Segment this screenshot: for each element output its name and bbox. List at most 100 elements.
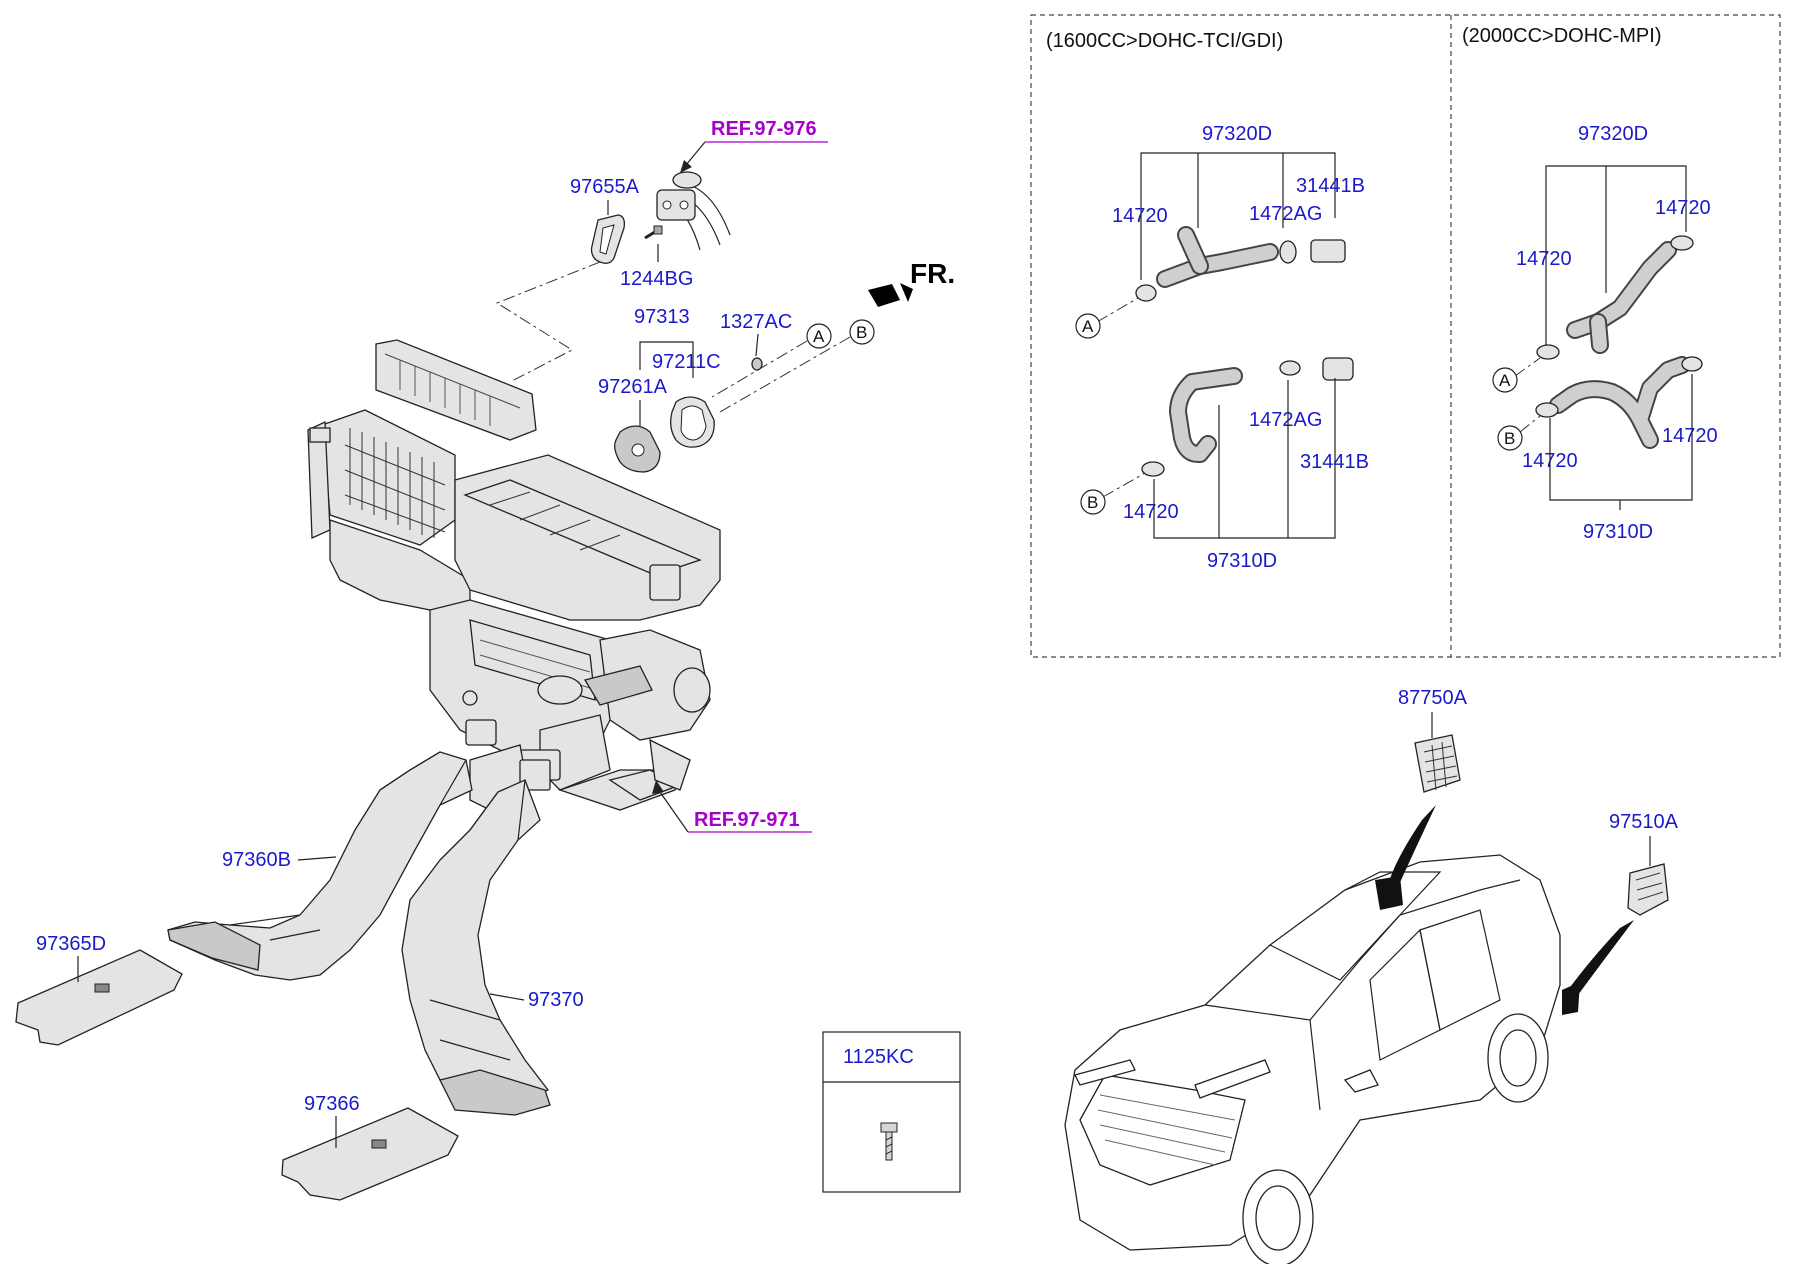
duct-97370-illustration (401, 779, 551, 1116)
front-direction-indicator: FR. (868, 258, 955, 307)
gasket-97261a-illustration (614, 425, 661, 473)
pointer-arrow (1388, 805, 1436, 887)
callout-b-main-text: B (856, 323, 867, 342)
part-97320d-label[interactable]: 97320D (1202, 123, 1272, 145)
arrow-icon (900, 283, 913, 302)
ref-97-976-label[interactable]: REF.97-976 (711, 118, 817, 140)
reference-line (1102, 472, 1146, 498)
ref-97-971-callout: REF.97-971 (652, 780, 812, 833)
clamp-illustration (1681, 356, 1703, 372)
callout-a (1075, 313, 1101, 339)
bolt-icon (880, 1122, 898, 1161)
hose-illustration (1171, 369, 1241, 462)
arrow-icon (868, 284, 900, 307)
clamp-illustration (1535, 402, 1559, 418)
part-1472ag-label-2[interactable]: 1472AG (1249, 409, 1322, 431)
callout-b-text-2000: B (1504, 429, 1515, 448)
reference-line (1096, 297, 1139, 323)
clamp-illustration (1135, 284, 1157, 302)
part-14720-label-2000-d[interactable]: 14720 (1662, 425, 1718, 447)
leader-line (1549, 374, 1693, 501)
leader-line (659, 791, 689, 833)
callout-a-main-text: A (813, 327, 825, 346)
callout-a-text: A (1082, 317, 1094, 336)
part-97360b-label[interactable]: 97360B (222, 849, 291, 871)
reference-line (1519, 415, 1541, 433)
reference-line (711, 340, 808, 398)
part-14720-label-2000-b[interactable]: 14720 (1516, 248, 1572, 270)
arrow-icon (680, 160, 692, 173)
part-97261a-label[interactable]: 97261A (598, 376, 668, 398)
part-31441b-label[interactable]: 31441B (1296, 175, 1365, 197)
hose-illustration (1568, 243, 1675, 337)
callout-b-main (849, 319, 875, 345)
callout-b-2000 (1497, 425, 1523, 451)
part-97211c-label[interactable]: 97211C (652, 351, 721, 373)
pad-97366-illustration (281, 1107, 459, 1201)
pad-97365d-illustration (15, 949, 183, 1046)
vent-97510a-illustration (1627, 863, 1669, 916)
clamp-illustration (1536, 344, 1560, 360)
front-direction-label: FR. (910, 258, 955, 289)
part-97370-label[interactable]: 97370 (528, 989, 584, 1011)
part-1244bg-label[interactable]: 1244BG (620, 268, 693, 290)
reference-line (1514, 357, 1541, 377)
leader-line (1140, 152, 1336, 218)
gasket-97211c-illustration (670, 396, 715, 448)
clamp-illustration (1279, 240, 1297, 264)
leader-line (297, 856, 337, 861)
part-87750a-label[interactable]: 87750A (1398, 687, 1468, 709)
callout-a-main (806, 323, 832, 349)
leader-line (1153, 378, 1336, 539)
engine-variant-inset: (1600CC>DOHC-TCI/GDI) (2000CC>DOHC-MPI) (1030, 14, 1781, 658)
hose-illustration (1158, 245, 1277, 286)
part-97655a-label[interactable]: 97655A (570, 176, 640, 198)
part-97365d-label[interactable]: 97365D (36, 933, 106, 955)
connector-illustration (1322, 357, 1354, 381)
leader-line (685, 141, 706, 166)
part-1327ac-label[interactable]: 1327AC (720, 311, 792, 333)
leader-line (639, 341, 694, 378)
fastener-1125kc-box: 1125KC (822, 1031, 961, 1193)
gasket-97655a-illustration (590, 214, 626, 264)
part-14720-label-2000-a[interactable]: 14720 (1655, 197, 1711, 219)
clamp-illustration (1670, 235, 1694, 251)
arrow-icon (652, 780, 664, 794)
vent-87750a-illustration (1414, 734, 1461, 793)
car-illustration (1064, 805, 1634, 1264)
callout-b-text: B (1087, 493, 1098, 512)
hose-illustration (1591, 315, 1607, 352)
reference-line (495, 261, 601, 383)
hose-illustration (1551, 358, 1689, 447)
panel-header-2000cc: (2000CC>DOHC-MPI) (1462, 25, 1661, 47)
hose-set-1600cc: 97320D 14720 1472AG 31441B A B 1472AG 31… (1075, 123, 1369, 572)
ref-97-971-label[interactable]: REF.97-971 (694, 809, 800, 831)
part-97310d-label[interactable]: 97310D (1207, 550, 1277, 572)
part-14720-label[interactable]: 14720 (1112, 205, 1168, 227)
part-1472ag-label[interactable]: 1472AG (1249, 203, 1322, 225)
panel-header-1600cc: (1600CC>DOHC-TCI/GDI) (1046, 30, 1283, 52)
hose-illustration (1179, 228, 1207, 273)
hvac-unit-illustration (307, 339, 721, 816)
bolt-1244bg-illustration (644, 225, 663, 240)
part-97313-label[interactable]: 97313 (634, 306, 690, 328)
part-14720-label-2[interactable]: 14720 (1123, 501, 1179, 523)
callout-a-2000 (1492, 367, 1518, 393)
part-1125kc-label[interactable]: 1125KC (843, 1046, 914, 1068)
callout-b (1080, 489, 1106, 515)
pointer-arrow (1568, 920, 1634, 995)
part-97310d-label-2000[interactable]: 97310D (1583, 521, 1653, 543)
duct-97360b-illustration (167, 751, 473, 981)
connector-illustration (1310, 239, 1346, 263)
expansion-valve-illustration (656, 171, 731, 251)
reference-line (719, 336, 851, 413)
part-97320d-label-2000[interactable]: 97320D (1578, 123, 1648, 145)
leader-line (489, 993, 525, 1001)
leader-line (1545, 165, 1687, 348)
part-97510a-label[interactable]: 97510A (1609, 811, 1679, 833)
callout-a-text-2000: A (1499, 371, 1511, 390)
part-97366-label[interactable]: 97366 (304, 1093, 360, 1115)
leader-line (755, 333, 759, 357)
clamp-illustration (1141, 461, 1165, 477)
